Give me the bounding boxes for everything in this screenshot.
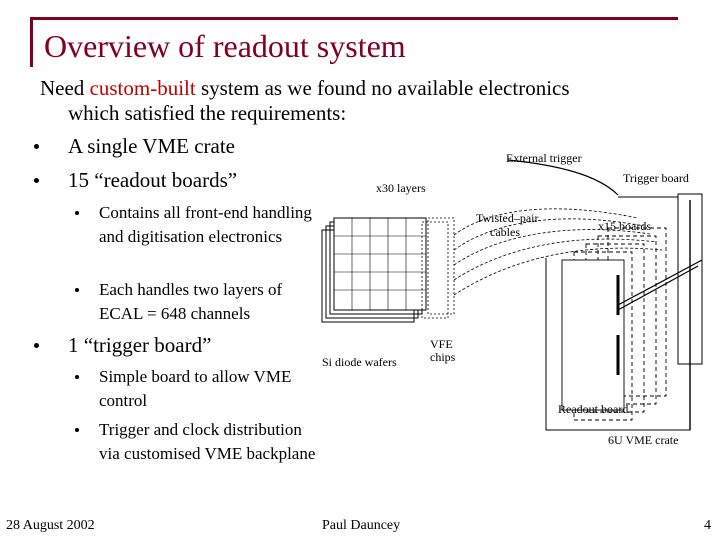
title-rule-left — [30, 17, 33, 67]
intro-suffix: system as we found no available electron… — [195, 76, 570, 100]
footer-author: Paul Dauncey — [322, 518, 401, 533]
intro-highlight: custom-built — [89, 76, 196, 100]
bullet-vme-crate: A single VME crate — [34, 134, 235, 159]
label-cables: cables — [490, 225, 520, 239]
label-twisted-pair: Twisted–pair — [476, 211, 538, 225]
sub-bullet-frontend: Contains all front-end handling and digi… — [75, 201, 324, 249]
sub-bullet-text: Simple board to allow VME control — [99, 367, 292, 410]
footer-date: 28 August 2002 — [6, 518, 95, 533]
label-readout-board: Readout board — [558, 402, 628, 416]
twisted-pair-cables — [453, 208, 663, 296]
readout-board-stack — [561, 227, 667, 421]
label-layers: x30 layers — [376, 181, 426, 195]
sub-bullet-distribution: Trigger and clock distribution via custo… — [75, 418, 324, 466]
footer-page-number: 4 — [704, 518, 711, 533]
bullet-dot — [34, 144, 39, 149]
label-vme-crate: 6U VME crate — [608, 433, 678, 447]
bullet-text: 1 “trigger board” — [68, 333, 212, 357]
vfe-chip-column — [421, 217, 455, 319]
sub-bullet-dot — [75, 288, 79, 292]
bullet-trigger-board: 1 “trigger board” — [34, 333, 212, 358]
vme-crate — [545, 200, 691, 431]
intro-prefix: Need — [40, 76, 90, 100]
si-wafer-stack — [321, 217, 427, 323]
trigger-board — [617, 193, 703, 365]
slide-title: Overview of readout system — [44, 28, 406, 64]
sub-bullet-channels: Each handles two layers of ECAL = 648 ch… — [75, 278, 324, 326]
external-trigger-cable — [507, 159, 619, 196]
sub-bullet-text: Trigger and clock distribution via custo… — [99, 420, 316, 463]
label-external-trigger: External trigger — [506, 151, 582, 165]
sub-bullet-vme-control: Simple board to allow VME control — [75, 365, 324, 413]
label-chips: chips — [430, 350, 456, 364]
bullet-readout-boards: 15 “readout boards” — [34, 168, 238, 193]
bullet-dot — [34, 178, 39, 183]
sub-bullet-dot — [75, 428, 79, 432]
bullet-text: A single VME crate — [68, 134, 235, 158]
sub-bullet-text: Contains all front-end handling and digi… — [99, 203, 312, 246]
bullet-dot — [34, 343, 39, 348]
sub-bullet-dot — [75, 211, 79, 215]
sub-bullet-text: Each handles two layers of ECAL = 648 ch… — [99, 280, 283, 323]
label-trigger-board: Trigger board — [623, 171, 689, 185]
label-boards: x15 boards — [598, 219, 651, 233]
title-rule-top — [30, 17, 678, 20]
sub-bullet-dot — [75, 375, 79, 379]
readout-system-diagram: External trigger Trigger board x30 layer… — [321, 151, 703, 447]
bullet-text: 15 “readout boards” — [68, 168, 238, 192]
label-vfe: VFE — [430, 337, 453, 351]
intro-line2: which satisfied the requirements: — [68, 101, 347, 125]
intro-text: Need custom-built system as we found no … — [40, 76, 680, 126]
label-si-wafers: Si diode wafers — [322, 355, 397, 369]
